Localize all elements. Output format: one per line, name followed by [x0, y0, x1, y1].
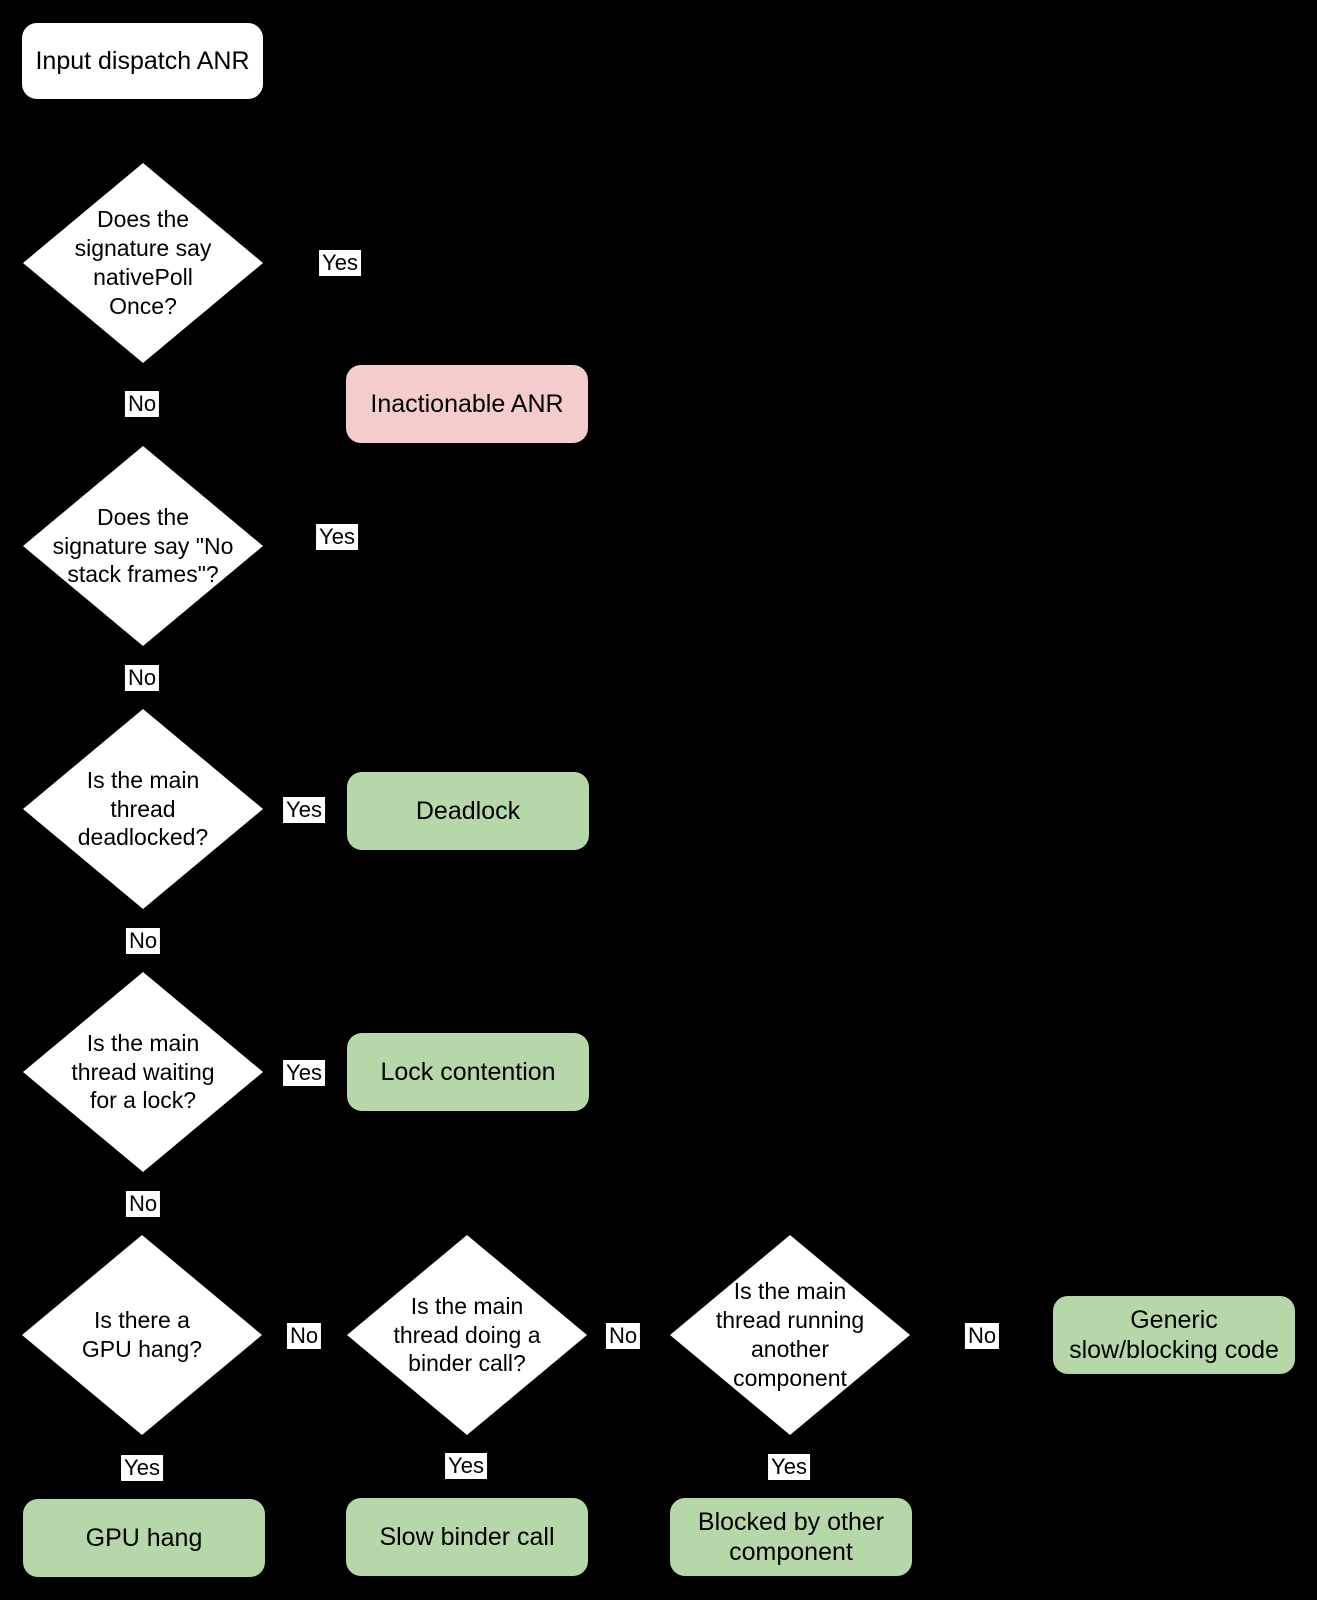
outcome-inactionable-anr: Inactionable ANR: [346, 365, 588, 443]
edge-label-no-binder-call: No: [605, 1323, 641, 1349]
edge-label-yes-waiting-lock: Yes: [283, 1060, 325, 1086]
edge-label-yes-gpu-hang: Yes: [121, 1455, 163, 1481]
decision-gpu-hang: Is there a GPU hang?: [22, 1235, 262, 1435]
decision-main-thread-deadlocked: Is the main thread deadlocked?: [23, 709, 263, 909]
edge-label-no-native-poll: No: [124, 391, 160, 417]
decision-running-another-component: Is the main thread running another compo…: [670, 1235, 910, 1435]
outcome-gpu-hang: GPU hang: [23, 1499, 265, 1577]
edge-label-no-deadlocked: No: [125, 928, 161, 954]
edge-label-yes-no-stack: Yes: [316, 524, 358, 550]
decision-no-stack-frames: Does the signature say "No stack frames"…: [23, 446, 263, 646]
outcome-lock-contention: Lock contention: [347, 1033, 589, 1111]
decision-main-thread-waiting-lock: Is the main thread waiting for a lock?: [23, 972, 263, 1172]
edge-label-yes-binder-call: Yes: [445, 1453, 487, 1479]
edge-label-no-gpu-hang: No: [286, 1323, 322, 1349]
outcome-generic-slow-blocking-code: Generic slow/blocking code: [1053, 1296, 1295, 1374]
edge-label-yes-deadlocked: Yes: [283, 797, 325, 823]
edge-label-no-no-stack: No: [124, 665, 160, 691]
edge-label-no-waiting-lock: No: [125, 1191, 161, 1217]
outcome-blocked-by-other-component: Blocked by other component: [670, 1498, 912, 1576]
edge-label-yes-another-comp: Yes: [768, 1454, 810, 1480]
edge-label-no-another-comp: No: [964, 1323, 1000, 1349]
decision-native-poll-once: Does the signature say nativePoll Once?: [23, 163, 263, 363]
outcome-slow-binder-call: Slow binder call: [346, 1498, 588, 1576]
decision-binder-call: Is the main thread doing a binder call?: [347, 1235, 587, 1435]
start-node-input-dispatch-anr: Input dispatch ANR: [22, 23, 263, 99]
edge-label-yes-native-poll: Yes: [319, 250, 361, 276]
outcome-deadlock: Deadlock: [347, 772, 589, 850]
